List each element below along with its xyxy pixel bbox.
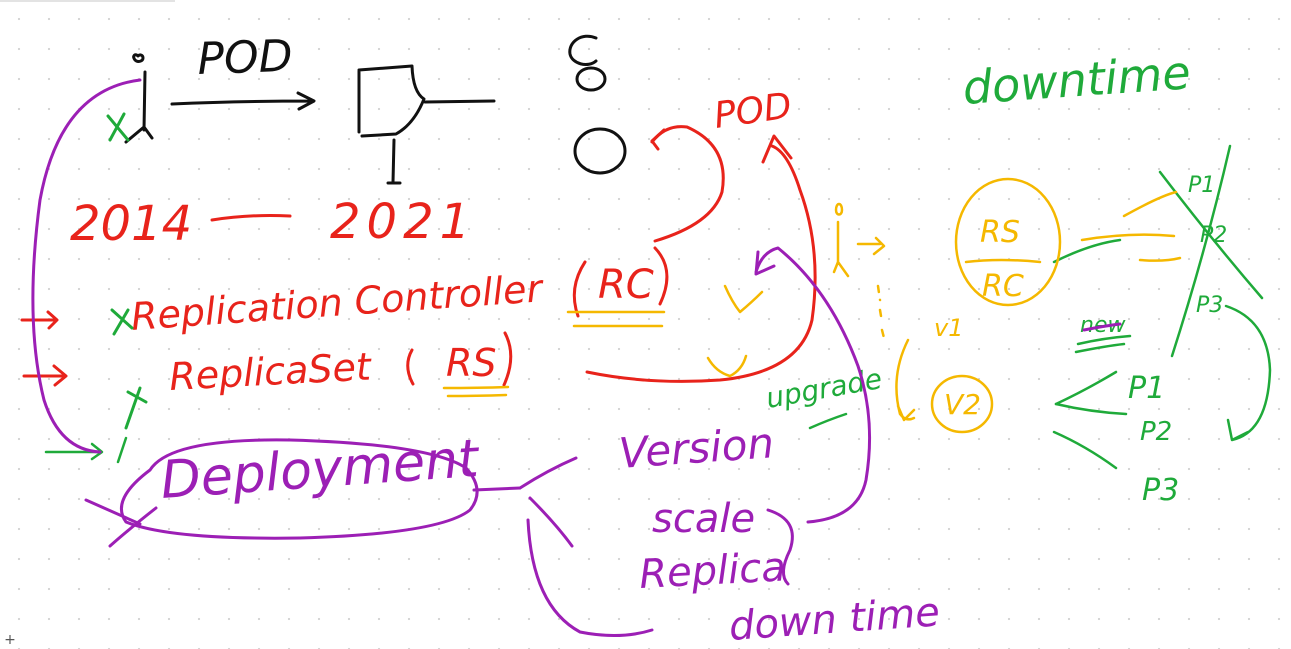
lower-bracket <box>526 518 654 638</box>
rc-paren-left <box>572 260 587 318</box>
rs-rc-circle <box>954 177 1062 307</box>
pod-red-label: POD <box>712 85 795 136</box>
stick-figure-head <box>132 53 145 63</box>
deployment-oval <box>120 438 479 540</box>
circle-bottom <box>573 127 627 175</box>
dotted-line <box>876 284 886 340</box>
circle-rs-label: RS <box>980 215 1020 250</box>
left-loop-figure-to-deployment <box>31 78 142 454</box>
fan-arrow-2 <box>1054 402 1128 416</box>
arrow-figure-to-pod <box>170 91 316 111</box>
arrow-left-rc <box>20 310 59 330</box>
deployment-underline <box>84 498 158 548</box>
year-dash <box>210 214 292 222</box>
loop-circle-to-rc <box>650 125 725 243</box>
cross-line-1 <box>1158 170 1264 300</box>
deployment-tail <box>472 486 522 492</box>
pod-top-label: POD <box>197 31 294 85</box>
arrow-to-scale <box>528 496 574 548</box>
v1-to-v2-arrow <box>895 338 916 422</box>
fan-arrow-3 <box>1052 430 1118 470</box>
v2-circle <box>930 374 994 434</box>
year-start: 2014 <box>70 196 192 252</box>
rs-abbrev: RS <box>446 341 497 385</box>
loop-scale-to-pod <box>754 246 872 524</box>
circle-rc-label: RC <box>982 269 1024 304</box>
arrow-to-version <box>518 456 578 490</box>
p3-label: P3 <box>1142 473 1179 508</box>
circle-link-orange <box>1080 190 1182 262</box>
rs-underline <box>442 385 510 398</box>
replicaset-label: ReplicaSet <box>168 344 374 399</box>
rc-paren-right <box>653 246 669 306</box>
cross-line-2 <box>1170 144 1232 358</box>
check-rs <box>706 354 748 378</box>
rs-paren-right <box>502 331 513 387</box>
rs-paren-left <box>406 348 415 386</box>
add-page-button[interactable]: + <box>4 632 16 648</box>
circle-top <box>568 34 598 66</box>
replication-controller-label: Replication Controller <box>130 266 546 339</box>
rc-underline <box>566 310 666 328</box>
p3-top-label: P3 <box>1196 293 1223 318</box>
circle-middle <box>575 66 607 92</box>
window-edge <box>0 0 175 2</box>
rs-rc-divider <box>964 258 1042 264</box>
red-ink <box>20 125 817 387</box>
deployment-label: Deployment <box>159 429 482 511</box>
small-figure <box>832 202 886 278</box>
new-strike <box>1082 322 1122 332</box>
replica-label: Replica <box>638 544 787 598</box>
right-curve-arrow <box>1224 304 1272 442</box>
downtime-bottom-label: down time <box>727 589 941 649</box>
pod-container-shape <box>357 64 496 185</box>
orange-ink <box>442 177 1182 434</box>
p1-top-label: P1 <box>1188 173 1215 198</box>
p2-label: P2 <box>1140 417 1172 447</box>
purple-ink <box>31 78 1122 638</box>
new-underline <box>1074 334 1132 354</box>
right-brace <box>766 508 794 586</box>
p2-top-label: P2 <box>1200 223 1227 248</box>
stick-figure-body <box>124 70 154 144</box>
deployment-arrow-tail <box>116 436 128 464</box>
v2-label: V2 <box>944 388 981 421</box>
circle-link-green <box>1052 238 1122 264</box>
arrow-left-rs <box>22 364 68 387</box>
year-end: 2021 <box>330 194 476 250</box>
rc-abbrev: RC <box>598 262 654 308</box>
loop-rs-to-pod <box>585 144 817 383</box>
scale-label: scale <box>652 496 755 542</box>
downtime-top-label: downtime <box>961 45 1192 115</box>
black-ink <box>124 34 627 185</box>
v1-label: v1 <box>934 314 963 342</box>
loop-arrowhead-left <box>650 128 666 151</box>
fan-arrow-1 <box>1054 370 1118 406</box>
check-rc <box>723 284 764 314</box>
upgrade-accent <box>808 412 848 430</box>
green-x-marks <box>106 112 148 430</box>
green-ink <box>44 144 1272 470</box>
loop-arrowhead-right <box>761 134 793 164</box>
version-label: Version <box>617 418 775 478</box>
p1-label: P1 <box>1128 371 1165 406</box>
